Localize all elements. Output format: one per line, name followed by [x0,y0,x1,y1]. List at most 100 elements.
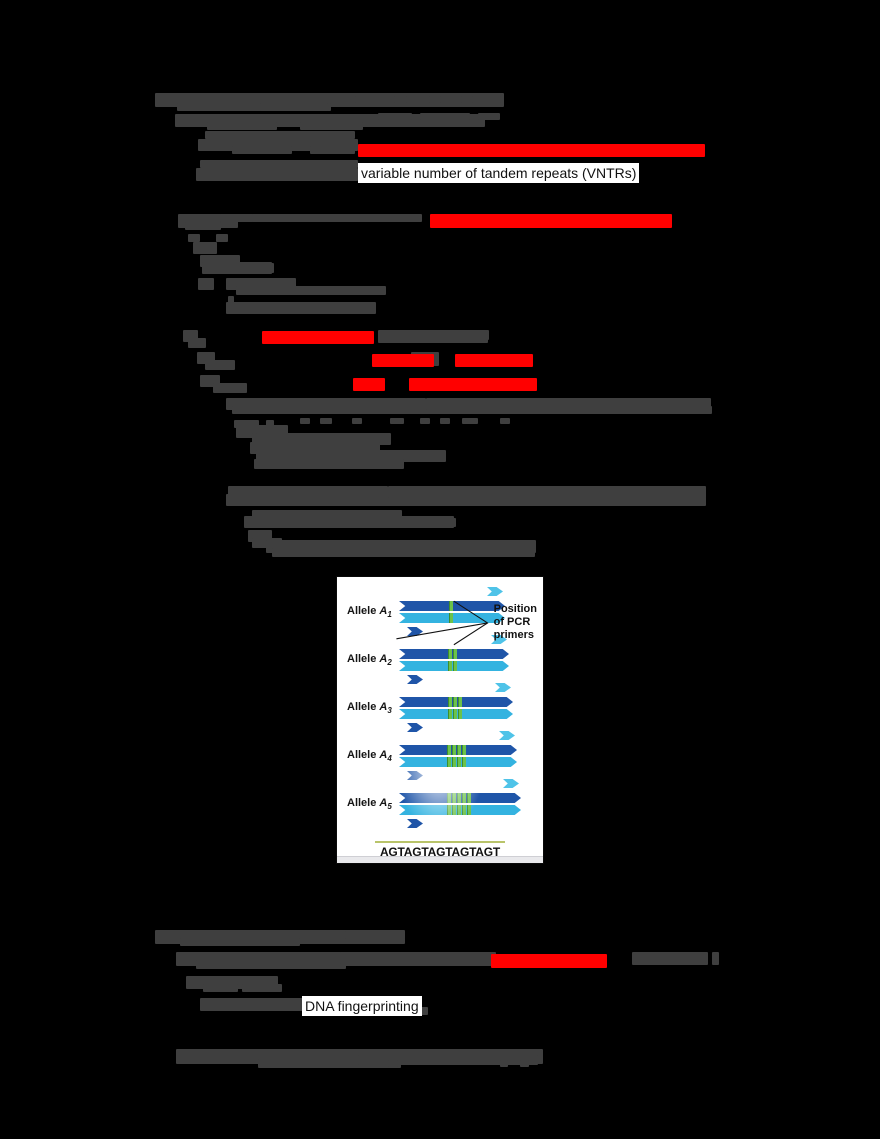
strand-top-head [399,649,413,659]
tandem-repeat-unit [448,649,452,659]
redacted-text-bar [340,952,492,964]
strand-bottom-tail [491,613,505,623]
redacted-text-bar [177,103,331,111]
tandem-repeat-unit [449,601,453,611]
redacted-text-bar [426,398,711,410]
allele-row: Allele A2 [337,635,543,687]
redacted-text-bar [462,418,478,424]
tandem-repeat-unit [452,757,456,767]
tandem-repeat-unit [457,745,461,755]
tandem-repeat-unit [453,709,457,719]
redacted-text-bar [193,242,217,254]
redacted-text-bar [409,378,537,391]
redacted-text-bar [202,262,272,274]
redacted-text-bar [430,214,672,228]
redacted-text-bar [455,354,533,367]
redacted-text-bar [358,1055,538,1065]
callout-line-1: Position [493,603,537,615]
redacted-text-bar [200,998,305,1011]
redacted-text-bar [266,420,274,428]
tandem-repeat-unit [452,745,456,755]
pcr-primer-lower [407,723,423,732]
strand-bottom-head [399,709,413,719]
sequence-rule [375,841,505,843]
redacted-text-bar [500,418,510,424]
tandem-repeat-unit [457,757,461,767]
redacted-text-bar [310,146,355,154]
redacted-text-bar [491,954,607,968]
strand-bottom-tail [503,757,517,767]
pcr-primer-upper [495,683,511,692]
redacted-text-bar [520,1060,529,1067]
strand-top-tail [499,697,513,707]
redacted-text-bar [207,122,277,130]
strand-top-tail [507,793,521,803]
redacted-text-bar [388,1060,398,1067]
redacted-text-bar [242,984,282,992]
tandem-repeat-unit [447,757,451,767]
redacted-text-bar [216,234,228,242]
redacted-text-bar [205,360,235,370]
redacted-text-bar [188,234,200,242]
tandem-repeat-blocks [448,661,457,671]
tandem-repeat-blocks [448,697,462,707]
redacted-text-bar [352,418,362,424]
tandem-repeat-unit [448,697,452,707]
redacted-text-bar [500,1060,508,1067]
primer-callout-text: Position of PCR primers [494,603,537,642]
strand-top-tail [503,745,517,755]
redacted-text-bar [232,406,712,414]
tandem-repeat-unit [448,661,452,671]
tandem-repeat-unit [447,745,451,755]
strand-bottom-tail [499,709,513,719]
redacted-text-bar [353,378,385,391]
repeat-sequence-text: AGTAGTAGTAGTAGT [379,845,501,859]
redacted-text-bar [388,486,706,498]
redacted-text-bar [486,330,489,340]
redacted-text-bar [203,984,238,992]
allele-label: Allele A1 [347,605,392,620]
dna-fingerprinting-term-highlight: DNA fingerprinting [302,996,422,1016]
redacted-text-bar [213,383,247,393]
redacted-text-bar [185,222,221,230]
allele-row: Allele A1 [337,587,543,639]
redacted-text-bar [378,330,488,343]
redacted-text-bar [390,418,404,424]
redacted-text-bar [262,331,374,344]
redacted-text-bar [440,418,450,424]
pcr-primer-lower [407,675,423,684]
allele-label: Allele A2 [347,653,392,668]
pcr-primer-upper [487,587,503,596]
redacted-text-bar [188,338,206,348]
redacted-text-bar [358,144,705,157]
strand-bottom-tail [507,805,521,815]
tandem-repeat-unit [462,745,466,755]
strand-top-tail [495,649,509,659]
redacted-text-bar [320,418,332,424]
tandem-repeat-unit [453,649,457,659]
redacted-text-bar [226,302,376,314]
redacted-text-bar [420,113,470,120]
tandem-repeat-unit [453,697,457,707]
strand-top-head [399,601,413,611]
strand-top-head [399,745,413,755]
pcr-primer-upper [499,731,515,740]
redacted-text-bar [632,952,708,965]
redacted-text-bar [300,122,363,130]
redacted-text-bar [254,459,404,469]
tandem-repeat-unit [462,757,466,767]
strand-bottom-head [399,661,413,671]
redacted-text-bar [472,96,501,103]
repeat-sequence-group: AGTAGTAGTAGTAGT [337,841,543,859]
redacted-text-bar [300,418,310,424]
allele-row: Allele A3 [337,683,543,735]
redacted-text-bar [205,131,355,139]
allele-label: Allele A3 [347,701,392,716]
strand-top-head [399,697,413,707]
redacted-text-bar [180,938,300,946]
redacted-text-bar [406,96,430,103]
strand-bottom-tail [495,661,509,671]
redacted-text-bar [200,160,358,168]
redacted-text-bar [372,354,434,367]
